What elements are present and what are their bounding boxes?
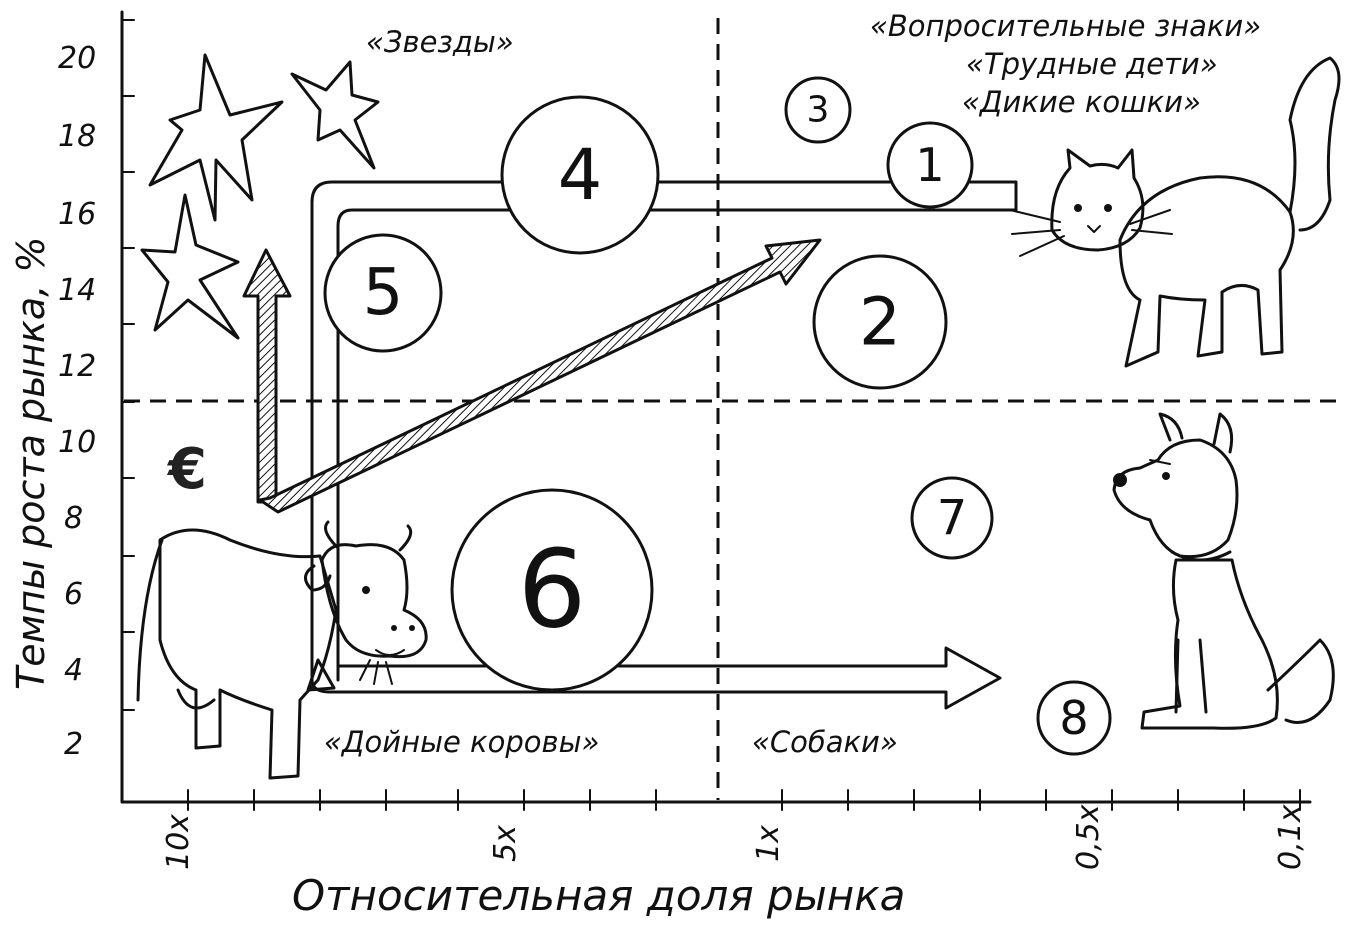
star-icon: [290, 60, 380, 170]
x-tick-label: 0,1x: [1273, 804, 1308, 870]
quadrant-label-stars: «Звезды»: [366, 25, 514, 59]
y-tick-label: 4: [64, 653, 83, 688]
cash-flow-path-to-question-marks: [310, 180, 1018, 682]
y-axis-title: Темпы роста рынка, %: [9, 237, 53, 690]
circle-number: 5: [363, 256, 404, 330]
circle-number: 4: [558, 134, 603, 216]
y-tick-label: 14: [58, 273, 96, 308]
y-tick-label: 20: [58, 41, 96, 76]
y-tick-label: 8: [64, 501, 83, 536]
circle-number: 7: [937, 490, 968, 546]
x-axis-title: Относительная доля рынка: [292, 871, 905, 920]
circle-number: 2: [859, 284, 901, 361]
quadrant-label-problem-children: «Трудные дети»: [966, 47, 1218, 81]
circle-number: 3: [807, 90, 830, 131]
x-tick-label: 1x: [751, 825, 786, 862]
circle-3: 3: [784, 76, 852, 144]
x-tick-label: 0,5x: [1071, 804, 1106, 870]
x-axis: [120, 789, 1312, 811]
y-axis: [120, 10, 135, 804]
y-tick-label: 16: [58, 197, 96, 232]
circle-8: 8: [1036, 680, 1112, 756]
star-icon: [148, 53, 284, 222]
quadrant-label-wild-cats: «Дикие кошки»: [962, 85, 1201, 119]
y-tick-label: 2: [64, 727, 83, 762]
circle-2: 2: [812, 254, 948, 390]
quadrant-label-dogs: «Собаки»: [752, 725, 898, 759]
dog-illustration: [1112, 412, 1335, 730]
y-tick-label: 18: [58, 119, 96, 154]
y-tick-label: 12: [58, 349, 96, 384]
hatched-arrow-diagonal: [258, 238, 822, 514]
y-tick-label: 10: [58, 425, 96, 460]
hatched-arrow-up: [242, 248, 292, 504]
quadrant-label-cash-cows: «Дойные коровы»: [324, 725, 599, 759]
circle-1: 1: [886, 121, 974, 209]
quadrant-label-question-marks: «Вопросительные знаки»: [870, 9, 1261, 43]
cow-illustration: [136, 520, 428, 780]
star-icon: [140, 193, 240, 340]
circle-6: 6: [450, 488, 654, 692]
circle-7: 7: [910, 476, 994, 560]
circle-number: 8: [1059, 691, 1088, 745]
cat-illustration: [1009, 56, 1341, 368]
circle-number: 1: [915, 138, 944, 192]
arrow-to-dogs: [310, 646, 1002, 710]
euro-icon: €: [166, 437, 207, 502]
circle-4: 4: [500, 95, 660, 255]
x-tick-label: 5x: [488, 825, 523, 862]
circle-number: 6: [518, 528, 587, 653]
circle-5: 5: [323, 233, 443, 353]
y-tick-label: 6: [64, 577, 83, 612]
x-tick-label: 10x: [161, 814, 196, 870]
